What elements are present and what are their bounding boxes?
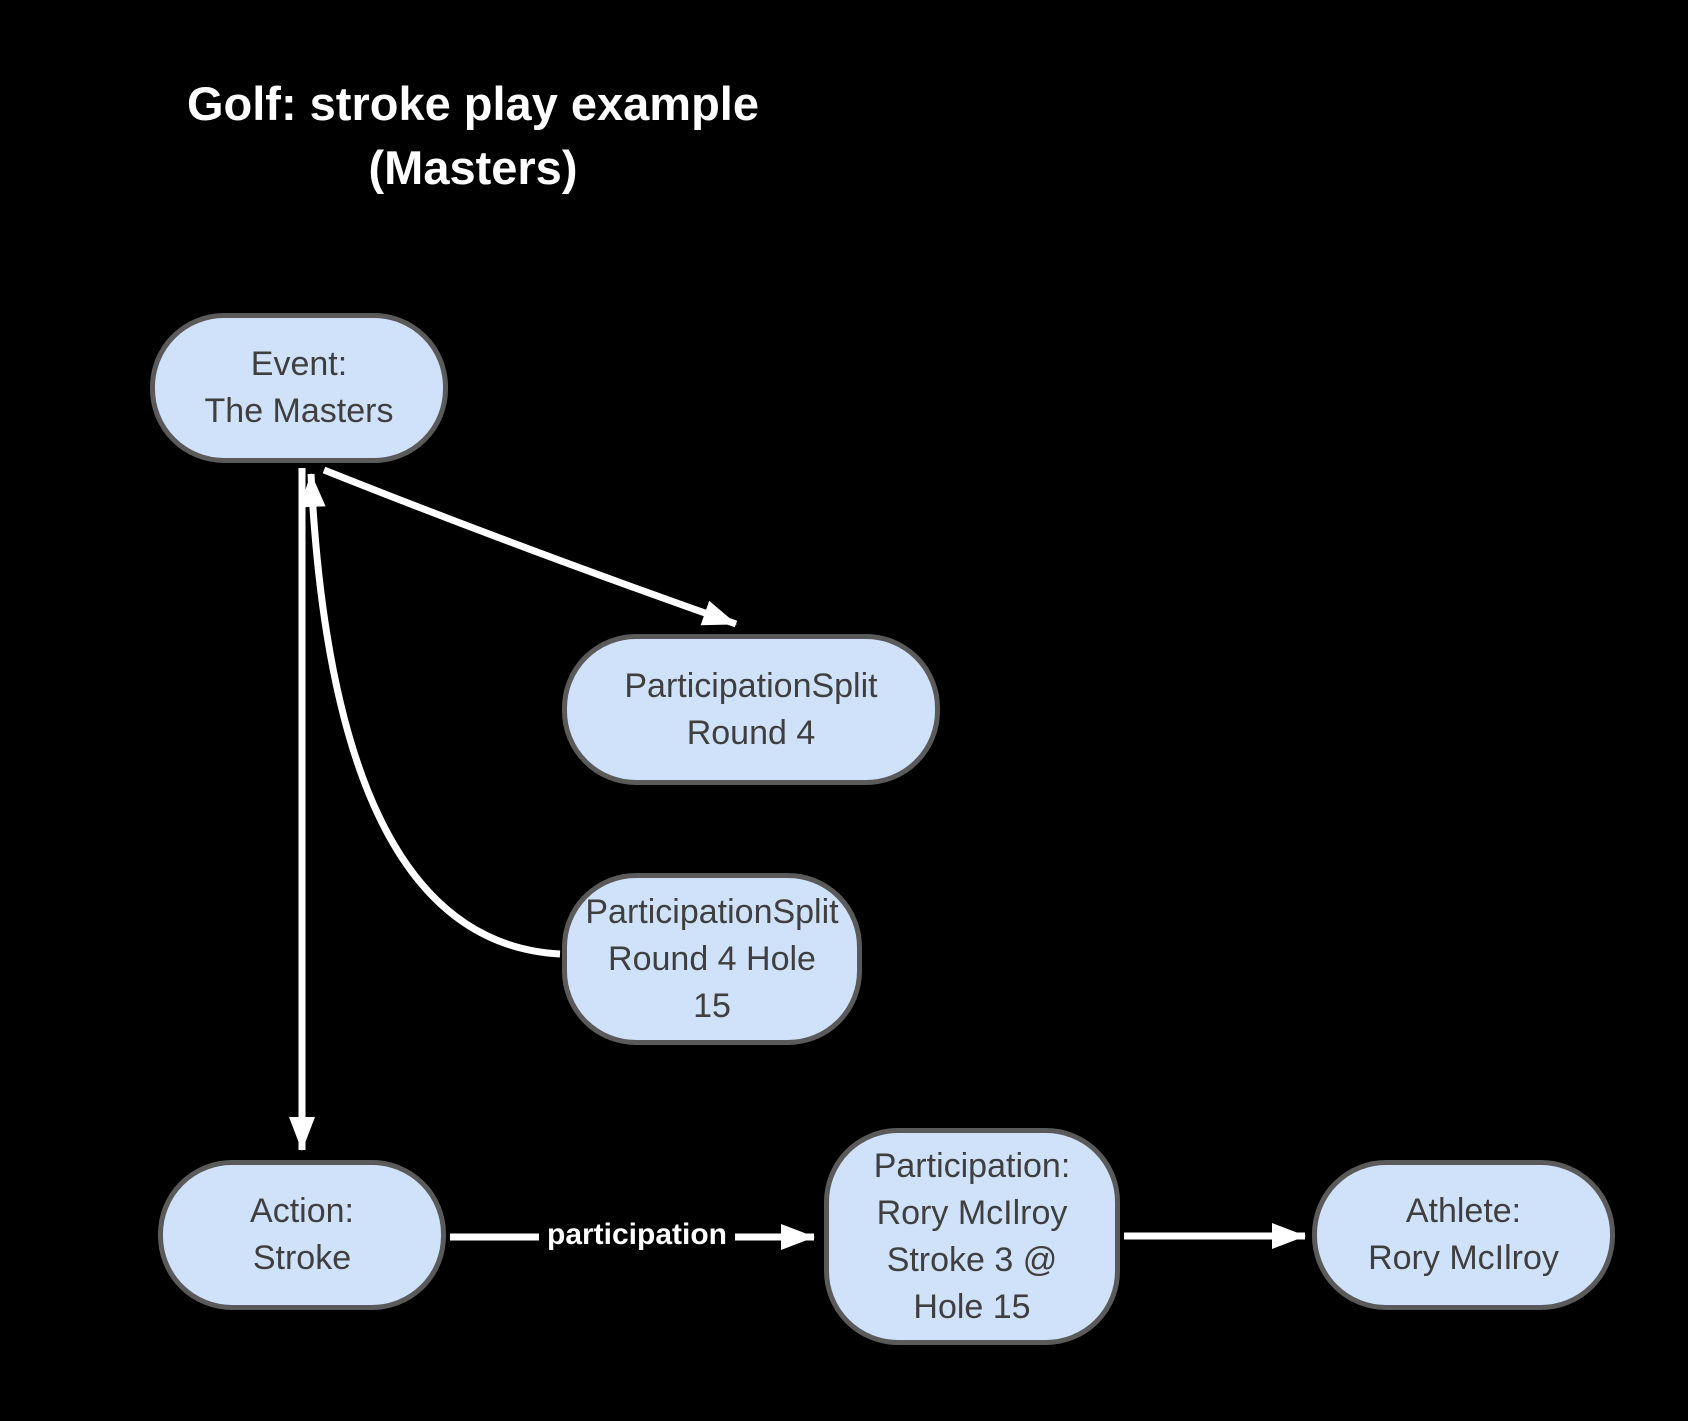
- node-participation-split-round4-hole15: ParticipationSplit Round 4 Hole 15: [562, 873, 862, 1045]
- node-event: Event: The Masters: [150, 313, 448, 463]
- node-participation-split-round4-label: ParticipationSplit Round 4: [624, 666, 878, 752]
- edge-participation-split-round4-hole15-to-event: [299, 473, 561, 958]
- node-event-label: Event: The Masters: [204, 345, 394, 430]
- edge-event-to-participation-split-round4: [322, 466, 738, 628]
- edge-label-participation: participation: [538, 1216, 736, 1254]
- node-participation: Participation: Rory McIlroy Stroke 3 @ H…: [824, 1128, 1120, 1345]
- node-athlete: Athlete: Rory McIlroy: [1312, 1160, 1615, 1310]
- node-participation-split-round4-hole15-label: ParticipationSplit Round 4 Hole 15: [585, 892, 839, 1025]
- node-action: Action: Stroke: [158, 1160, 446, 1310]
- node-participation-split-round4: ParticipationSplit Round 4: [562, 634, 940, 785]
- node-action-label: Action: Stroke: [250, 1192, 354, 1277]
- node-athlete-label: Athlete: Rory McIlroy: [1368, 1192, 1559, 1277]
- node-participation-label: Participation: Rory McIlroy Stroke 3 @ H…: [873, 1146, 1071, 1326]
- diagram-title: Golf: stroke play example (Masters): [186, 77, 760, 194]
